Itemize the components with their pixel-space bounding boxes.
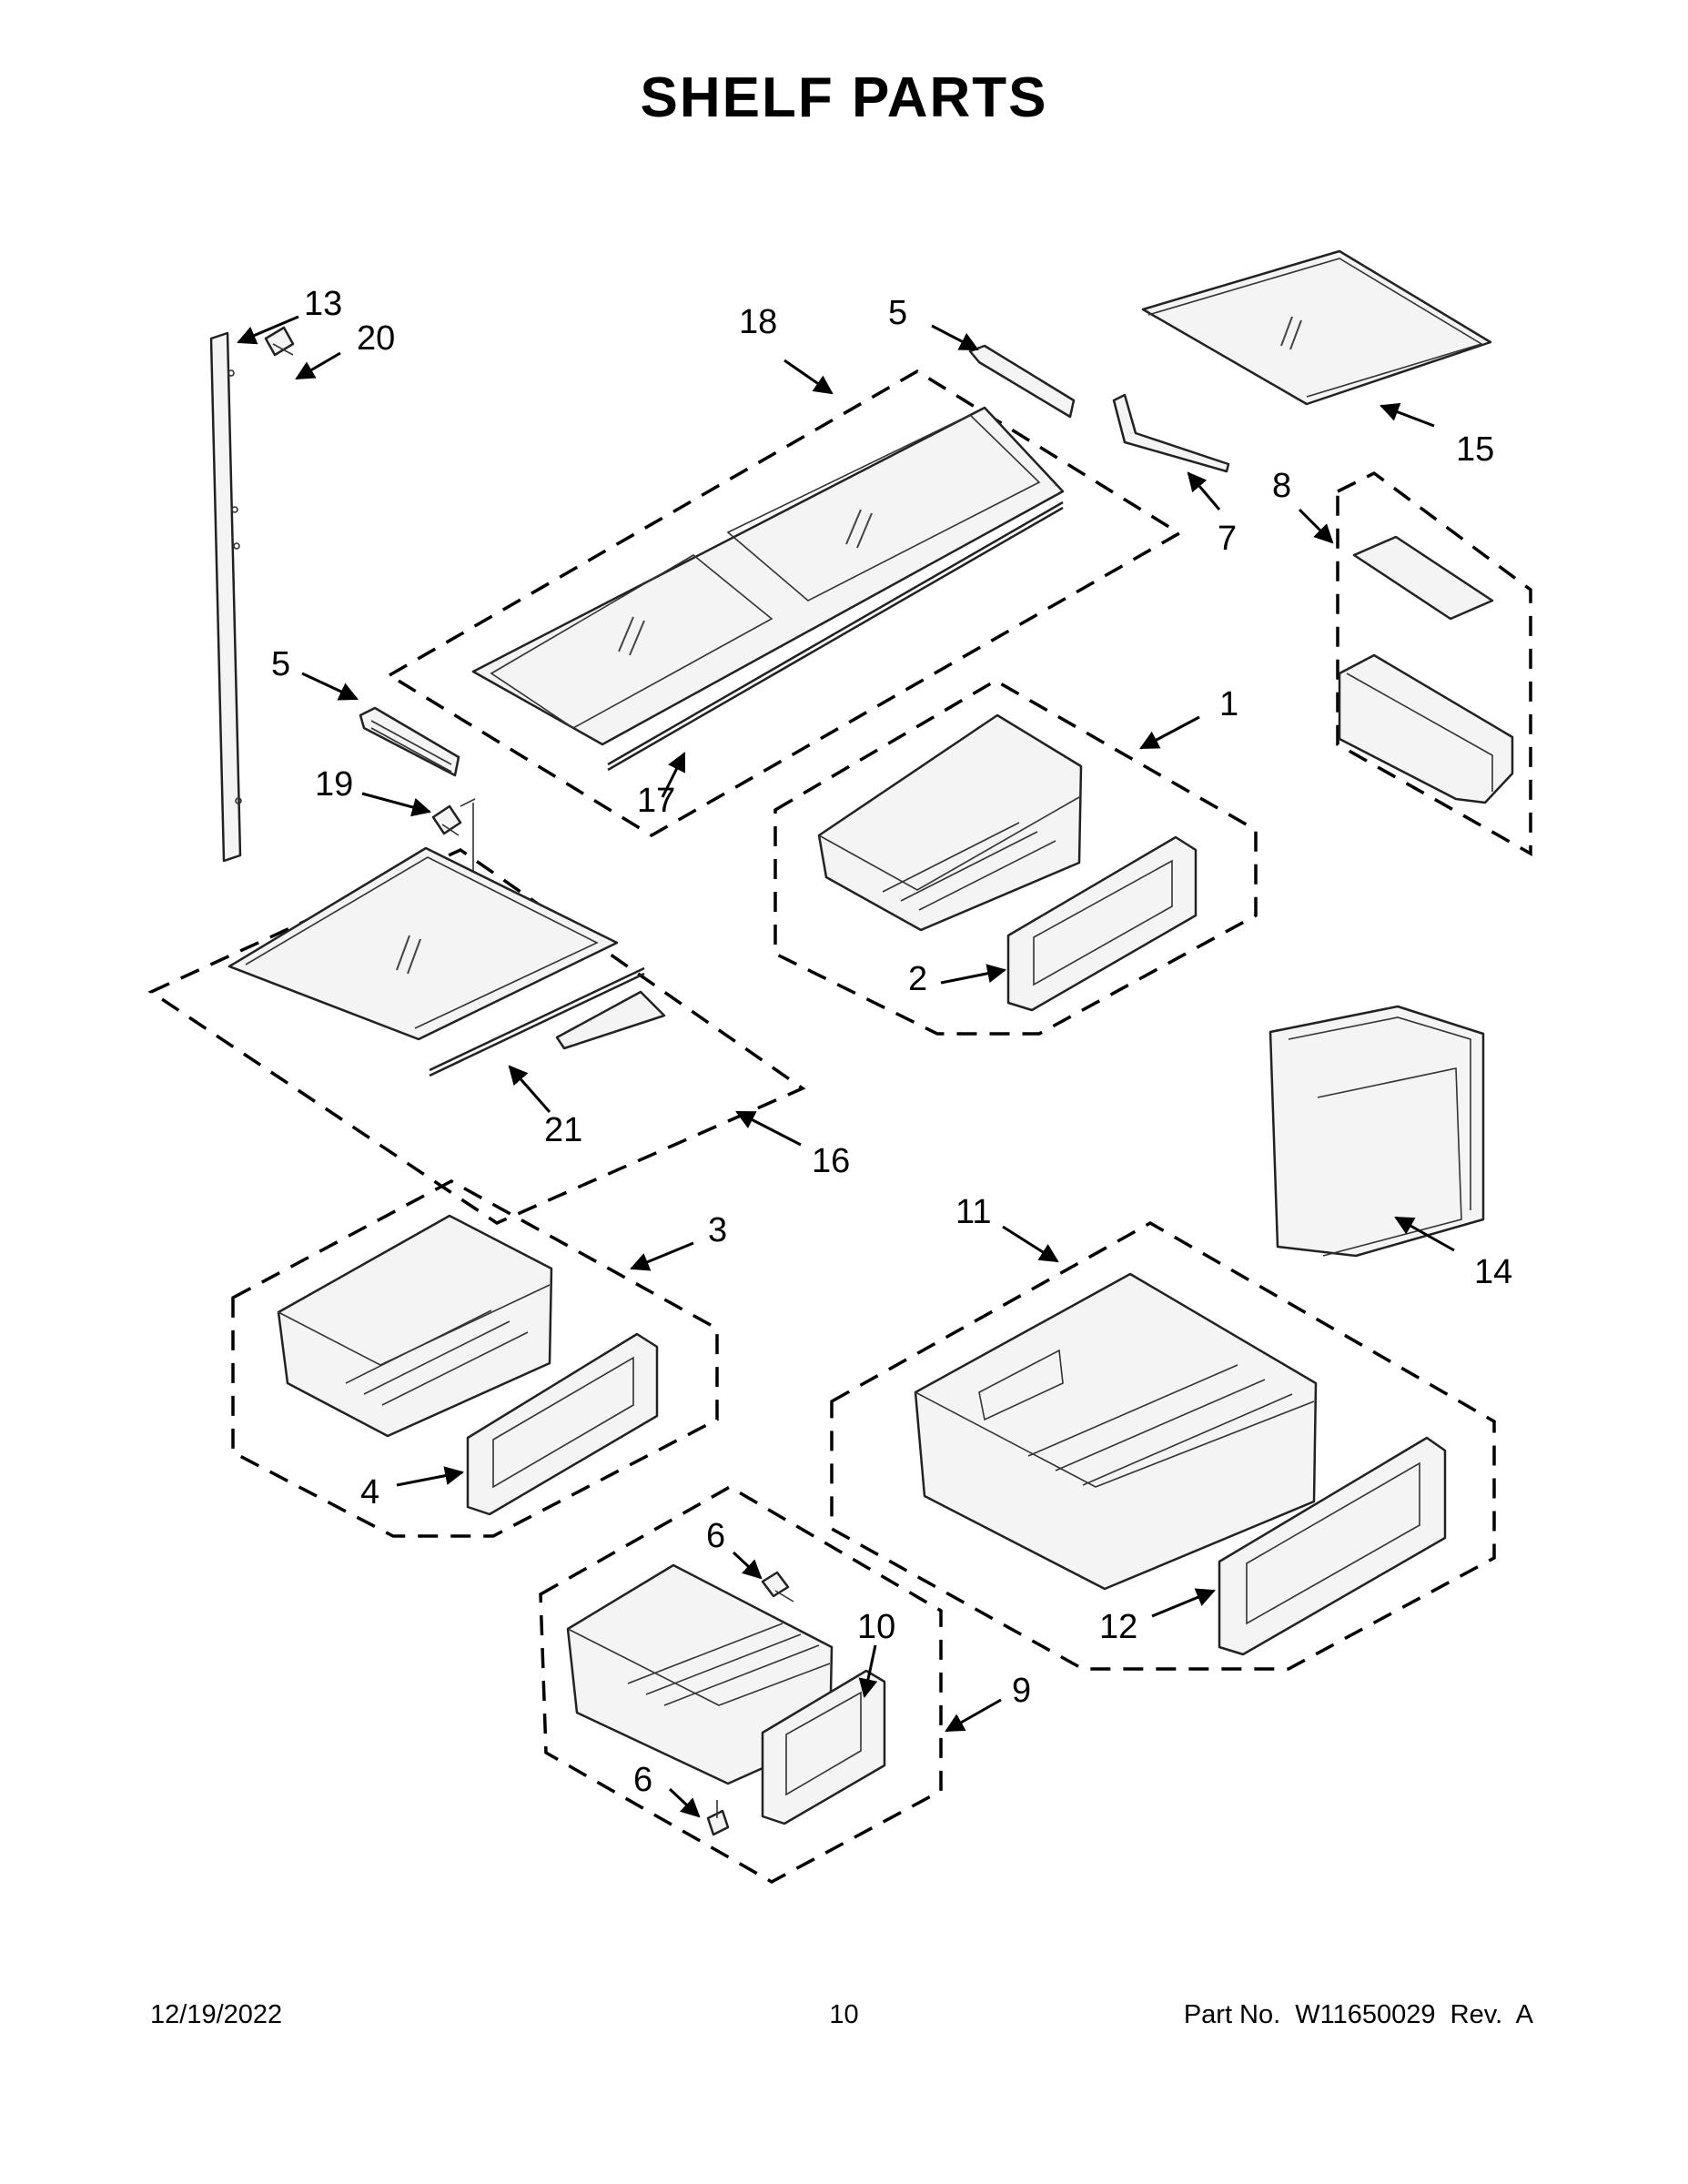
part-11-large-drawer: [914, 1272, 1318, 1591]
part-5-end-cap-top: [968, 344, 1076, 419]
callout-8: 8: [1272, 467, 1291, 505]
part-14-door-bin: [1269, 1005, 1485, 1258]
part-8-group-outline: [1336, 470, 1532, 857]
callout-16: 16: [812, 1142, 850, 1180]
part-16-group-outline: [147, 847, 806, 1225]
footer-date: 12/19/2022: [150, 2000, 283, 2029]
part-10-drawer-front: [761, 1669, 886, 1825]
part-11-group-outline: [830, 1220, 1496, 1671]
part-16-glass-shelf: [227, 846, 666, 1050]
callout-20: 20: [357, 319, 395, 358]
part-1-group-outline: [773, 678, 1258, 1036]
part-18-double-shelf: [471, 406, 1065, 746]
part-15-glass-shelf: [1141, 249, 1492, 406]
footer-part-number: Part No. W11650029 Rev. A: [1183, 2000, 1533, 2029]
callout-3: 3: [708, 1211, 727, 1249]
callout-19: 19: [315, 765, 353, 804]
callout-2: 2: [908, 960, 927, 998]
callout-13: 13: [304, 285, 342, 323]
callout-17: 17: [637, 782, 675, 820]
callout-18: 18: [739, 303, 777, 341]
part-7-bracket: [1112, 393, 1230, 473]
callout-5-top: 5: [888, 294, 907, 332]
part-1-crisper-drawer: [817, 713, 1083, 932]
part-2-drawer-front: [1006, 835, 1198, 1012]
callout-14: 14: [1474, 1253, 1512, 1291]
footer-page-number: 10: [829, 2000, 859, 2029]
callout-6-bottom: 6: [633, 1761, 652, 1799]
callout-15: 15: [1456, 430, 1494, 469]
callout-11: 11: [955, 1193, 991, 1231]
page-title: SHELF PARTS: [640, 66, 1048, 129]
callout-10: 10: [857, 1608, 895, 1646]
part-12-drawer-front: [1218, 1436, 1447, 1656]
callout-4: 4: [360, 1473, 379, 1512]
part-19-screw: [431, 798, 476, 877]
part-20-screw: [264, 326, 295, 357]
callout-9: 9: [1012, 1672, 1031, 1710]
part-6-screw-top: [761, 1571, 794, 1603]
callout-12: 12: [1099, 1608, 1137, 1646]
part-3-group-outline: [231, 1179, 719, 1538]
part-5-end-cap-left: [359, 706, 460, 777]
part-21-trim-strip: [429, 966, 645, 1077]
part-9-group-outline: [539, 1484, 943, 1885]
part-13-shelf-rail: [209, 331, 242, 863]
callout-1: 1: [1219, 685, 1238, 723]
callout-21: 21: [544, 1111, 582, 1149]
part-3-drawer: [277, 1214, 553, 1438]
part-4-drawer-front: [466, 1332, 659, 1516]
callout-arrows: [237, 315, 1455, 1818]
part-17-trim-strip: [607, 500, 1064, 772]
part-6-screw-bottom: [706, 1800, 730, 1836]
callout-7: 7: [1218, 520, 1237, 558]
callout-6-top: 6: [706, 1517, 725, 1555]
part-8-deli-drawer: [1338, 535, 1514, 804]
part-18-group-outline: [386, 369, 1183, 838]
callout-5-left: 5: [271, 645, 290, 683]
